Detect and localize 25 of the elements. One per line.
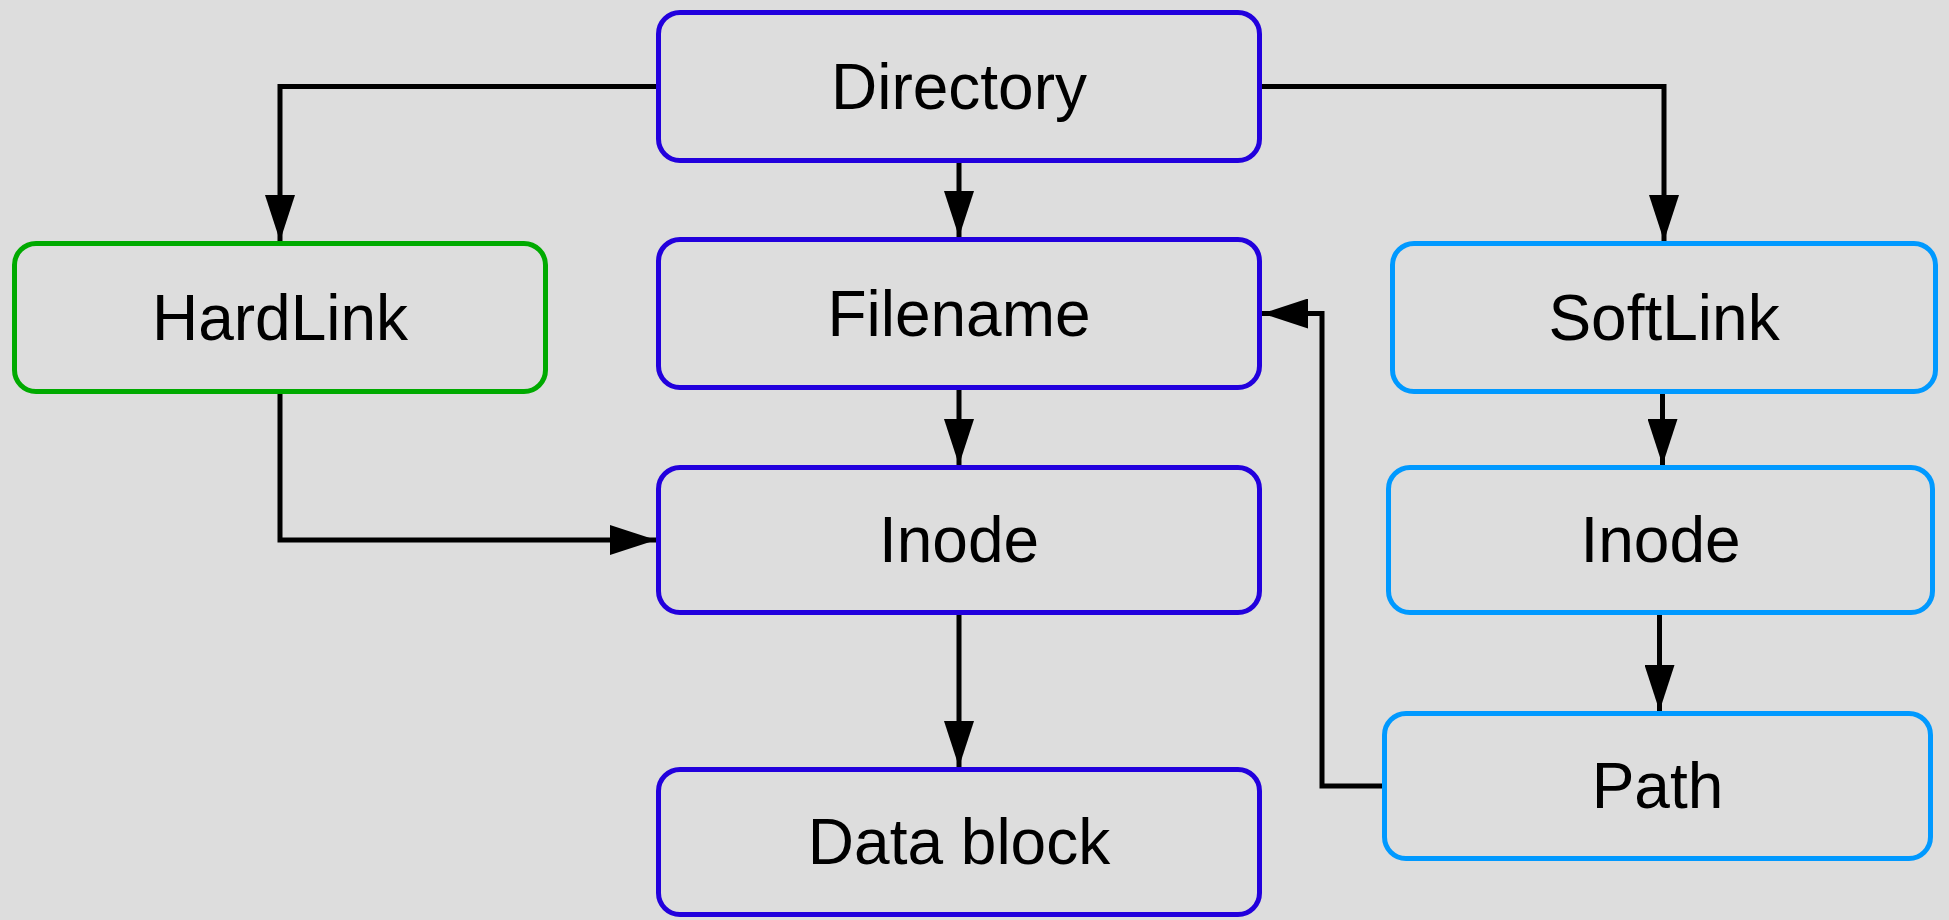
process-box	[656, 10, 1262, 163]
node-label: Data block	[807, 805, 1111, 879]
arrow	[1644, 615, 1675, 711]
arrow	[1262, 298, 1382, 789]
node-label: Directory	[831, 49, 1087, 124]
node-label: Path	[1591, 749, 1724, 823]
node-label: Inode	[878, 503, 1040, 577]
process-box	[12, 241, 548, 394]
node-label: Inode	[1580, 503, 1741, 577]
node-label: SoftLink	[1548, 280, 1780, 355]
process-box	[1390, 241, 1938, 394]
arrow	[944, 390, 974, 465]
arrow	[1647, 394, 1678, 465]
arrow	[1262, 84, 1679, 241]
process-box	[656, 767, 1262, 917]
process-box	[656, 465, 1262, 615]
arrow	[277, 394, 656, 555]
arrow	[265, 84, 656, 241]
process-box	[1386, 465, 1935, 615]
process-box	[1382, 711, 1933, 861]
node-label: Filename	[827, 276, 1091, 351]
arrow	[944, 615, 974, 767]
node-label: HardLink	[151, 280, 409, 355]
arrow	[944, 163, 974, 237]
process-box	[656, 237, 1262, 390]
